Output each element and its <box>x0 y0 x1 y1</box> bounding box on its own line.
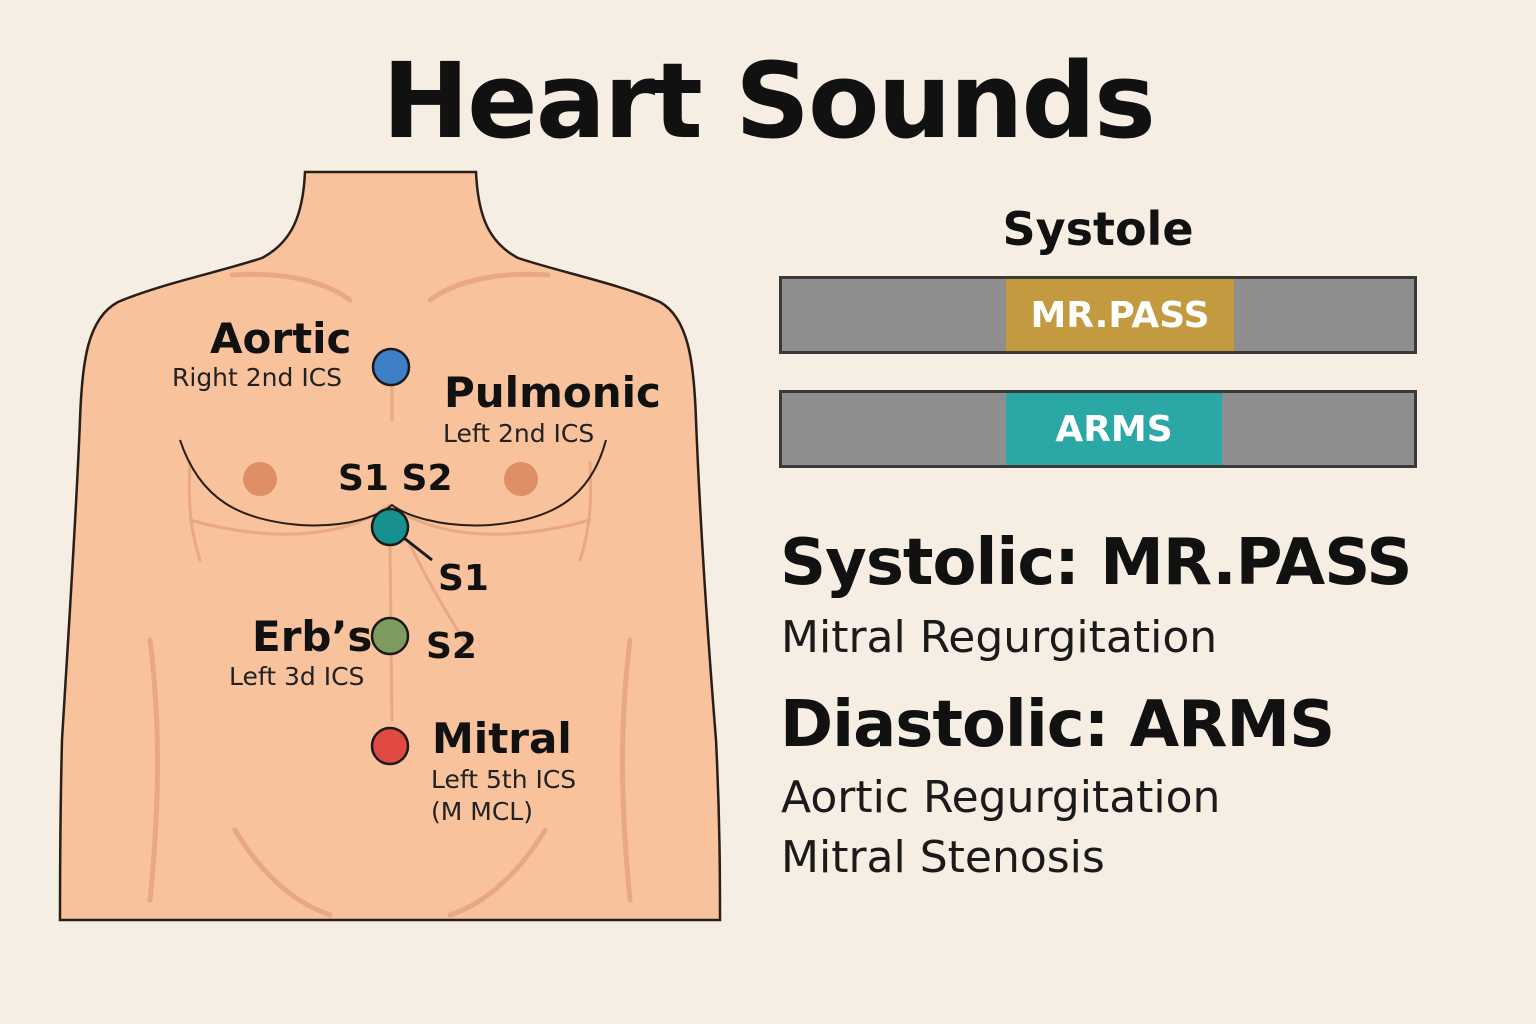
s1-label: S1 <box>438 558 489 599</box>
pectoral-line <box>179 439 607 527</box>
torso-illustration <box>58 170 722 922</box>
aortic-site-dot <box>371 347 411 387</box>
mr-pass-segment-label: MR.PASS <box>1030 294 1210 336</box>
diastolic-timing-bar: ARMS <box>779 390 1417 468</box>
left-nipple <box>243 462 277 496</box>
mitral-location-line2: (M MCL) <box>431 797 533 826</box>
s1-leader-line <box>403 536 433 562</box>
body-shading <box>147 271 633 918</box>
right-nipple <box>504 462 538 496</box>
mitral-location-line1: Left 5th ICS <box>431 765 577 794</box>
aortic-location: Right 2nd ICS <box>172 363 343 392</box>
erbs-site-dot <box>370 616 410 656</box>
mitral-label: Mitral <box>432 714 572 763</box>
arms-segment: ARMS <box>1006 393 1222 465</box>
diastolic-heading: Diastolic: ARMS <box>780 688 1335 762</box>
s2-label: S2 <box>426 626 477 667</box>
tricuspid-label: S1 S2 <box>338 458 453 499</box>
erbs-location: Left 3d ICS <box>229 662 365 691</box>
systolic-item: Mitral Regurgitation <box>781 612 1218 663</box>
aortic-label: Aortic <box>210 314 352 363</box>
page-title: Heart Sounds <box>382 40 1156 162</box>
systolic-heading: Systolic: MR.PASS <box>780 526 1412 600</box>
diastolic-item: Aortic Regurgitation <box>781 772 1221 823</box>
tricuspid-site-dot <box>370 507 410 547</box>
systole-heading: Systole <box>1002 202 1194 256</box>
arms-segment-label: ARMS <box>1055 408 1173 450</box>
pulmonic-label: Pulmonic <box>444 368 661 417</box>
diastolic-item: Mitral Stenosis <box>781 832 1105 883</box>
mr-pass-segment: MR.PASS <box>1006 279 1234 351</box>
erbs-label: Erb’s <box>252 612 373 661</box>
pulmonic-location: Left 2nd ICS <box>443 419 595 448</box>
systolic-timing-bar: MR.PASS <box>779 276 1417 354</box>
mitral-site-dot <box>370 726 410 766</box>
